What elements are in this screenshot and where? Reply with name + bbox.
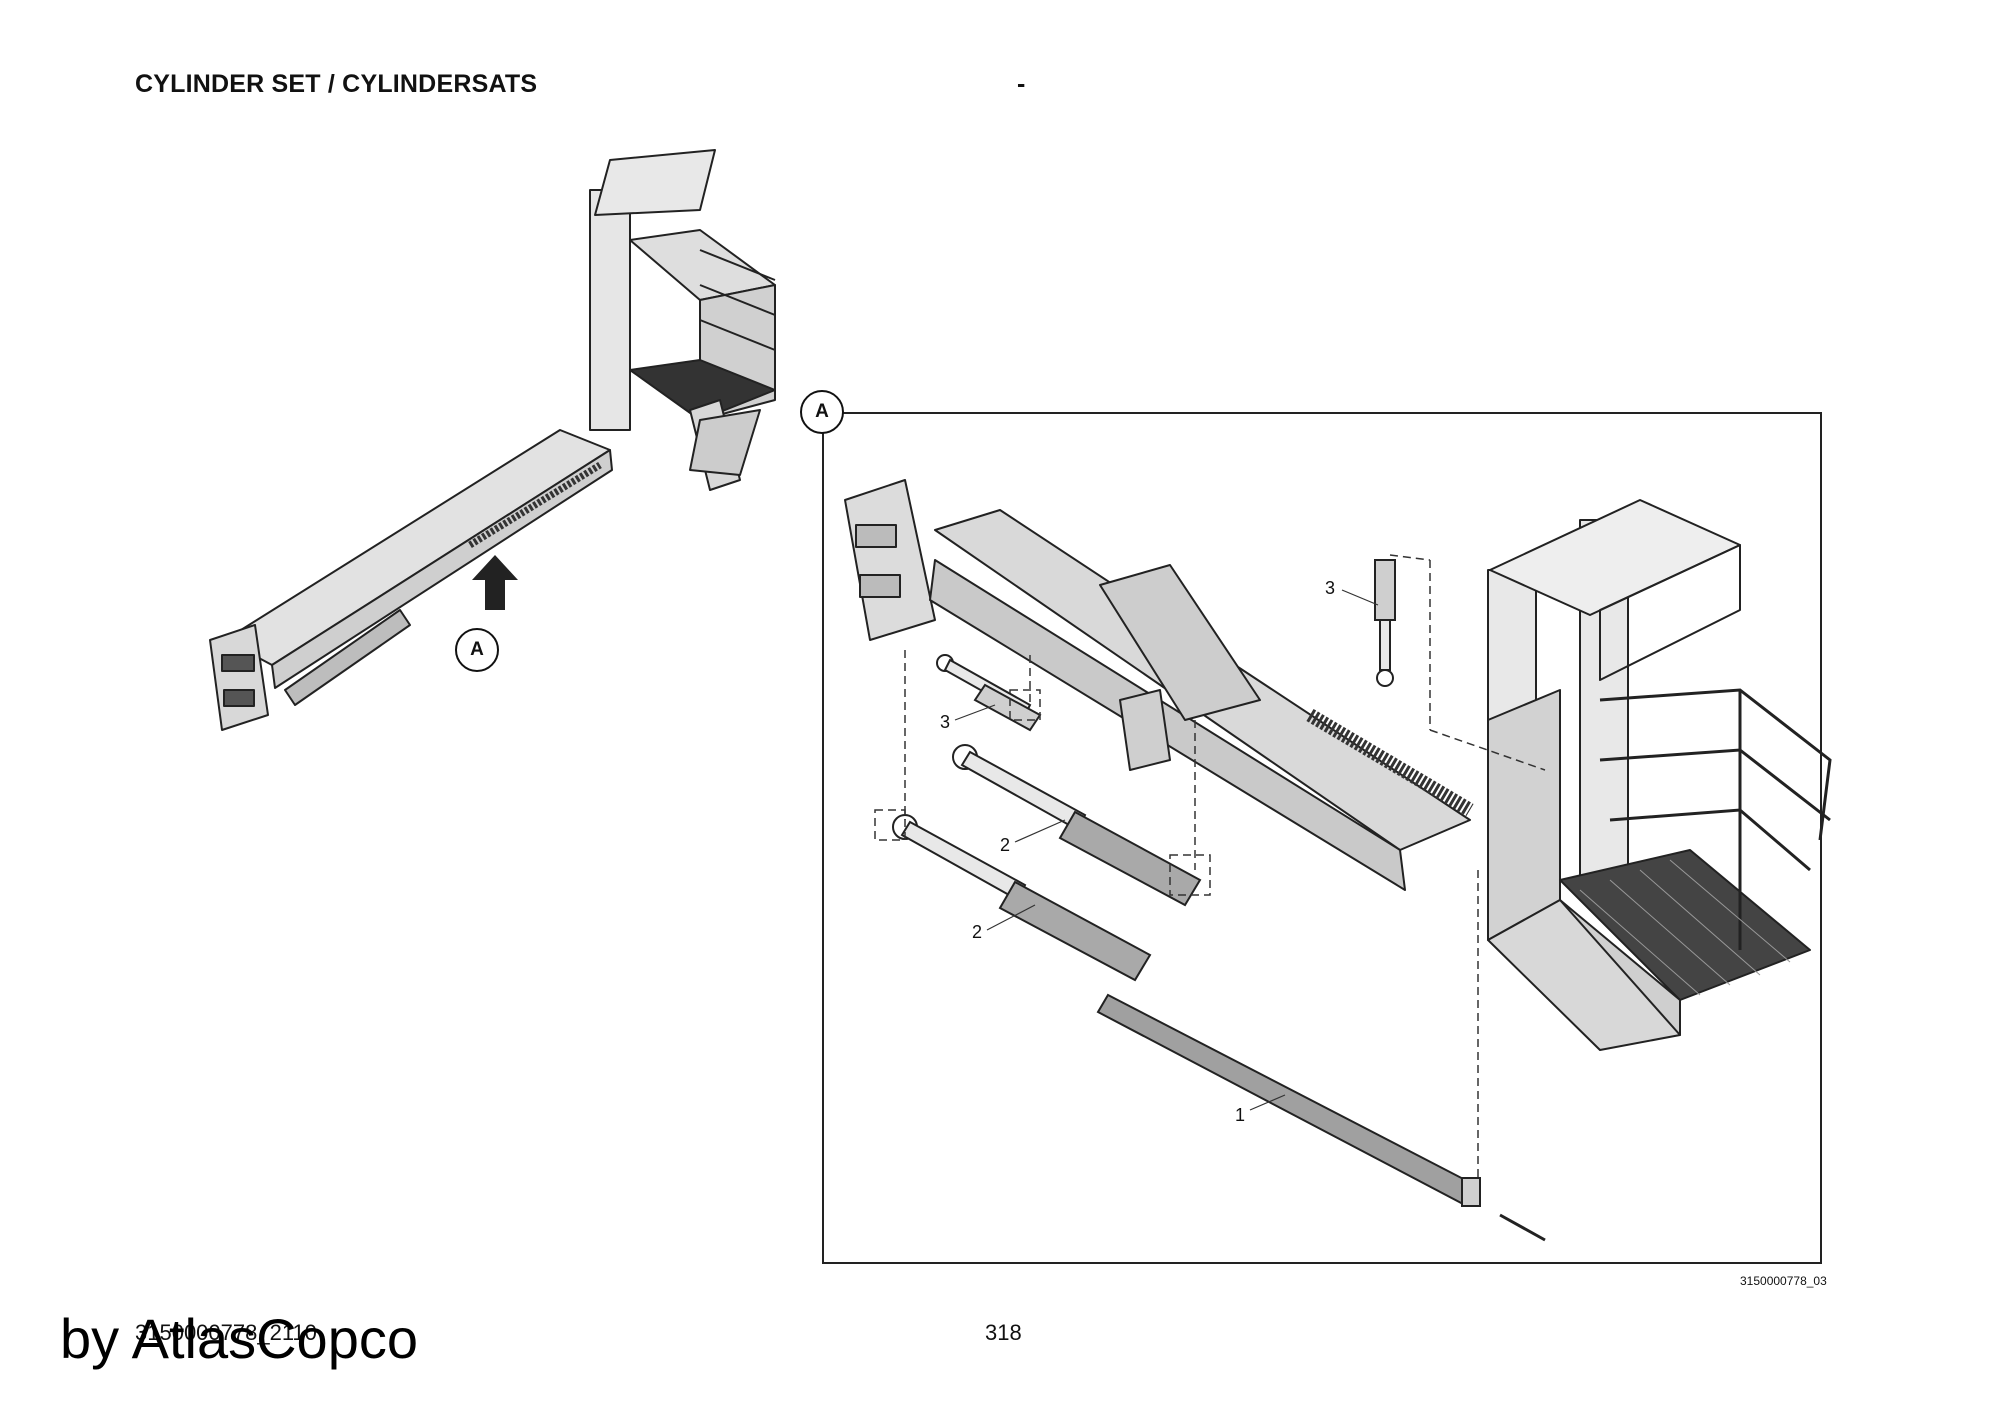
header-separator: - [1017, 70, 1026, 98]
part-label-3-upper: 3 [1325, 578, 1336, 598]
boom-spring [1306, 708, 1474, 817]
image-reference-code: 3150000778_03 [1740, 1274, 1827, 1288]
rod-part-1 [1096, 993, 1546, 1242]
arrow-to-detail [472, 555, 518, 610]
assembly-guides [874, 554, 1546, 1180]
part-label-2-upper: 2 [1000, 835, 1011, 855]
detail-callout-a: A [800, 390, 844, 434]
watermark: by AtlasCopco [60, 1307, 418, 1370]
platform-rails [1599, 688, 1832, 950]
document-number: 3150000778_2110 [135, 1320, 317, 1345]
cylinder-part-3-upper [1374, 559, 1396, 687]
cylinder-part-3-lower [936, 654, 1042, 732]
part-label-1: 1 [1235, 1105, 1246, 1125]
part-label-2-lower: 2 [972, 922, 983, 942]
boom-mount-plate [844, 479, 936, 641]
platform-floor [1559, 849, 1811, 1001]
cylinder-part-2-upper [952, 744, 1202, 907]
page-title: CYLINDER SET / CYLINDERSATS [135, 70, 538, 98]
page-number: 318 [985, 1320, 1022, 1345]
part-label-3-lower: 3 [940, 712, 951, 732]
label-leaders [954, 589, 1379, 1111]
overview-callout-a: A [455, 628, 499, 672]
cylinder-part-2-lower [892, 814, 1152, 982]
